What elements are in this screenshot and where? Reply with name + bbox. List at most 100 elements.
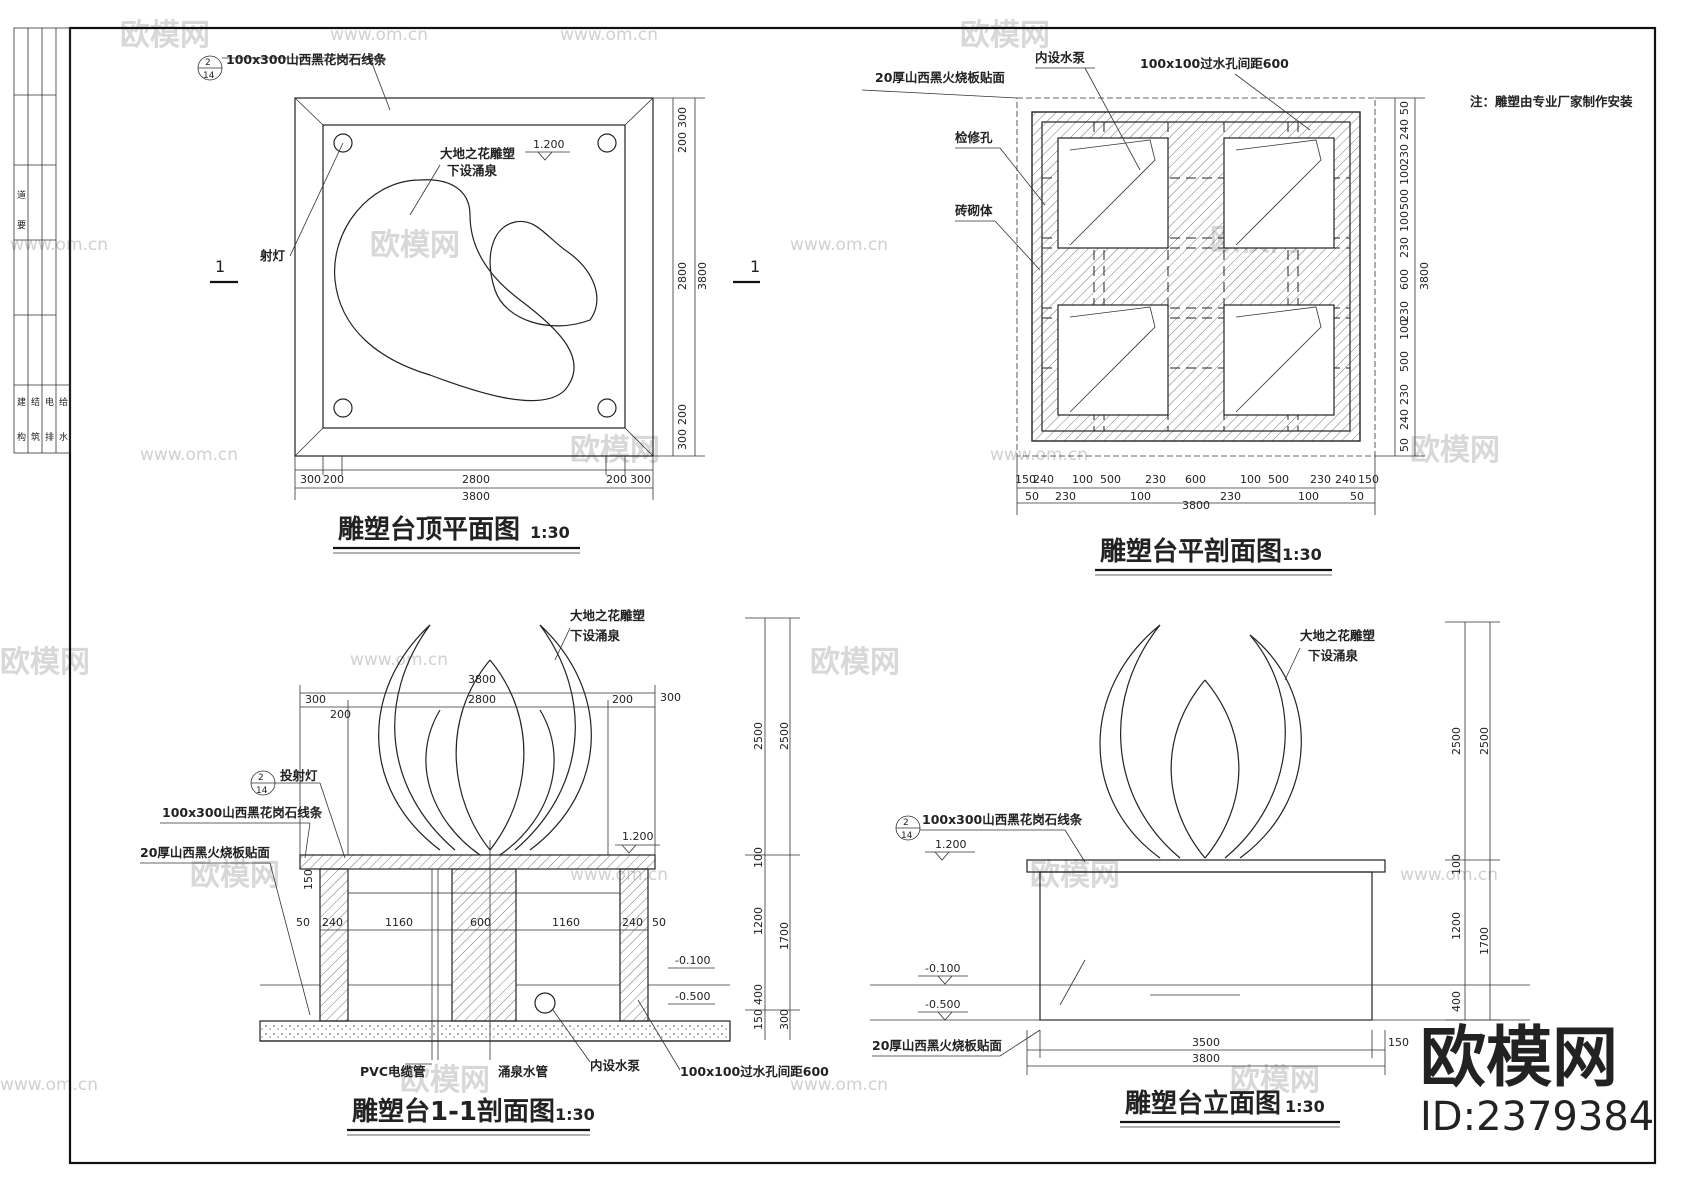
wall-left bbox=[319, 868, 349, 1022]
view-plan-section: 内设水泵 100x100过水孔间距600 20厚山西黑火烧板贴面 检修孔 砖砌体… bbox=[861, 50, 1633, 576]
dim-text: 50 bbox=[652, 916, 666, 929]
base-slab bbox=[259, 1020, 731, 1042]
dim-text: 3800 bbox=[468, 673, 496, 686]
dim-text: 500 bbox=[1398, 189, 1411, 210]
spotlight-symbol bbox=[333, 133, 353, 153]
level-mark: 1.200 bbox=[533, 138, 565, 151]
watermark-url: www.om.cn bbox=[10, 235, 108, 255]
view-title: 雕塑台立面图 bbox=[1125, 1088, 1281, 1119]
dim-text: 1200 bbox=[752, 907, 765, 935]
callout-pump: 内设水泵 bbox=[1035, 50, 1086, 65]
sheet-border bbox=[68, 26, 1657, 1165]
spotlight-symbol bbox=[597, 398, 617, 418]
view-title: 雕塑台1-1剖面图 bbox=[352, 1096, 555, 1127]
dim-text: 300 bbox=[300, 473, 321, 486]
dim-text: 3800 bbox=[1192, 1052, 1220, 1065]
watermark-url: www.om.cn bbox=[790, 235, 888, 255]
plinth-body bbox=[1039, 871, 1373, 1021]
callout-masonry: 砖砌体 bbox=[955, 203, 993, 218]
ref-bottom: 14 bbox=[203, 71, 215, 81]
dim-text: 200 bbox=[330, 708, 351, 721]
dim-text: 50 bbox=[1398, 101, 1411, 115]
strip-char: 要 bbox=[17, 220, 26, 231]
ref-bottom: 14 bbox=[901, 831, 913, 841]
pump-chamber bbox=[1223, 137, 1335, 249]
watermark-text: 欧模网 bbox=[370, 228, 460, 263]
central-pier bbox=[451, 868, 517, 1022]
dim-text: 240 bbox=[622, 916, 643, 929]
sculpture-outline bbox=[489, 220, 598, 327]
dim-text: 240 bbox=[322, 916, 343, 929]
view-section-1-1: 3800 2800 300 200 200 300 240 1160 600 1… bbox=[140, 608, 829, 1136]
brand-id: ID:2379384 bbox=[1420, 1094, 1654, 1140]
view-title: 雕塑台平剖面图 bbox=[1100, 536, 1282, 567]
dim-text: 100 bbox=[1450, 854, 1463, 875]
dim-text: 230 bbox=[1145, 473, 1166, 486]
dim-text: 240 bbox=[1033, 473, 1054, 486]
watermark-url: www.om.cn bbox=[560, 25, 658, 45]
plinth-outline bbox=[294, 97, 654, 457]
callout-pipe: 涌泉水管 bbox=[498, 1064, 548, 1079]
callout-stone: 100x300山西黑花岗石线条 bbox=[226, 52, 387, 67]
view-top-plan: 2 14 100x300山西黑花岗石线条 大地之花雕塑 下设涌泉 1.200 射… bbox=[197, 52, 760, 554]
sculpture-petals bbox=[1099, 624, 1302, 859]
dim-text: 300 bbox=[778, 1009, 791, 1030]
dim-text: 240 bbox=[1398, 119, 1411, 140]
dim-text: 230 bbox=[1055, 490, 1076, 503]
strip-char: 结 bbox=[31, 396, 40, 408]
dim-text: 2800 bbox=[462, 473, 490, 486]
strip-char: 排 bbox=[45, 431, 54, 443]
callout-sculpture: 大地之花雕塑 bbox=[440, 146, 516, 161]
dim-text: 100 bbox=[1398, 211, 1411, 232]
pump-chamber bbox=[1223, 304, 1335, 416]
dim-text: 150 bbox=[1388, 1036, 1409, 1049]
dim-text: 240 bbox=[1398, 409, 1411, 430]
callout-stone: 100x300山西黑花岗石线条 bbox=[922, 812, 1083, 827]
watermark-text: 欧模网 bbox=[190, 858, 280, 893]
callout-facing: 20厚山西黑火烧板贴面 bbox=[872, 1038, 1002, 1053]
dim-text: 50 bbox=[1398, 438, 1411, 452]
callout-facing: 20厚山西黑火烧板贴面 bbox=[140, 845, 270, 860]
ref-top: 2 bbox=[903, 818, 909, 828]
wall-right bbox=[619, 868, 649, 1022]
callout-access: 检修孔 bbox=[955, 130, 993, 145]
dim-text: 100 bbox=[1240, 473, 1261, 486]
pump-chamber bbox=[1057, 137, 1169, 249]
dim-text: 150 bbox=[752, 1009, 765, 1030]
dim-text: 150 bbox=[1015, 473, 1036, 486]
callout-sculpture: 大地之花雕塑 bbox=[570, 608, 646, 623]
dim-text: 1700 bbox=[778, 922, 791, 950]
dim-text: 200 bbox=[612, 693, 633, 706]
watermark-url: www.om.cn bbox=[330, 25, 428, 45]
dim-text: 200 bbox=[676, 404, 689, 425]
pump-chamber bbox=[1057, 304, 1169, 416]
dim-text: 3800 bbox=[1182, 499, 1210, 512]
callout-stone: 100x300山西黑花岗石线条 bbox=[162, 805, 323, 820]
section-mark: 1 bbox=[750, 257, 760, 276]
level-mark: 1.200 bbox=[622, 830, 654, 843]
dim-text: 3800 bbox=[1418, 262, 1431, 290]
strip-char: 构 bbox=[17, 431, 26, 443]
dim-text: 200 bbox=[606, 473, 627, 486]
brand-stamp: 欧模网 ID:2379384 bbox=[1420, 1019, 1654, 1140]
dim-text: 1700 bbox=[1478, 927, 1491, 955]
watermark-url: www.om.cn bbox=[0, 1075, 98, 1095]
dim-text: 50 bbox=[1350, 490, 1364, 503]
ref-top: 2 bbox=[258, 773, 264, 783]
dim-text: 1200 bbox=[1450, 912, 1463, 940]
dim-text: 150 bbox=[302, 869, 315, 890]
dim-text: 400 bbox=[752, 984, 765, 1005]
pump-symbol bbox=[534, 992, 556, 1014]
ref-top: 2 bbox=[205, 58, 211, 68]
section-mark: 1 bbox=[215, 257, 225, 276]
dim-text: 2500 bbox=[752, 722, 765, 750]
dim-text: 1160 bbox=[552, 916, 580, 929]
level-mark: -0.500 bbox=[675, 990, 710, 1003]
dim-text: 200 bbox=[676, 132, 689, 153]
dim-text: 230 bbox=[1398, 237, 1411, 258]
callout-sculpture: 下设涌泉 bbox=[570, 628, 621, 643]
watermark-url: www.om.cn bbox=[350, 650, 448, 670]
callout-pvc: PVC电缆管 bbox=[360, 1064, 426, 1079]
level-mark: 1.200 bbox=[935, 838, 967, 851]
